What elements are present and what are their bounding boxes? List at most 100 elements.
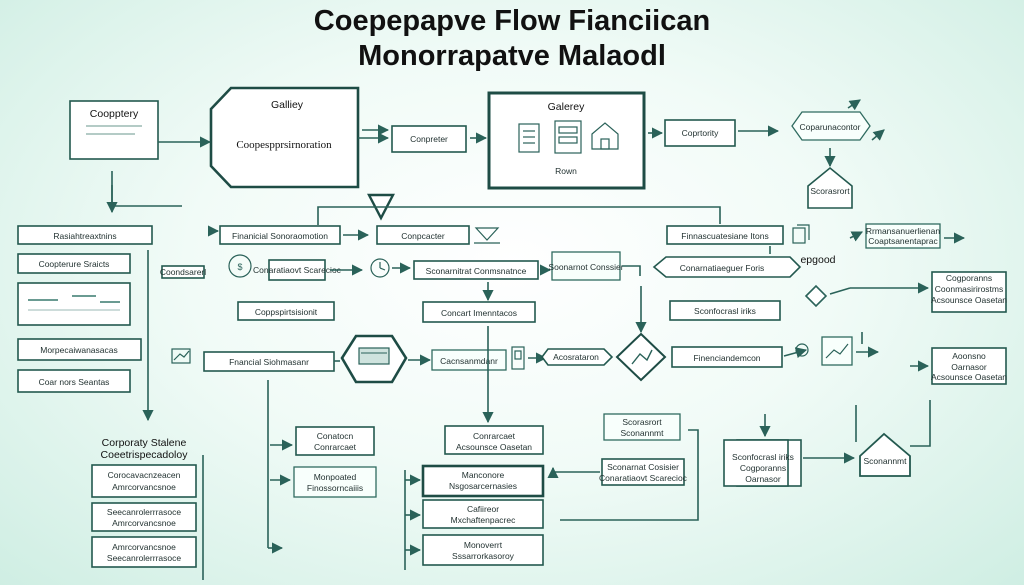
node-lb3-sub: Seecanrolerrrasoce (107, 553, 181, 563)
chart-icon-left (171, 348, 191, 364)
node-gallery[interactable]: Galerey Rown (487, 91, 646, 190)
node-cnter1[interactable]: Conatocn Conrarcaet (295, 426, 375, 456)
node-top-right-label: Coparunacontor (800, 122, 861, 132)
node-sconartinat-main[interactable]: Sconarnitrat Conmsnatnce (413, 260, 539, 280)
folder-icon (554, 120, 582, 154)
diagram-title-line1: Coepepapve Flow Fianciican (313, 5, 711, 37)
node-left3[interactable]: Morpecaiwanasacas (17, 338, 142, 361)
node-lb1-label: Corocavacnzeacen (108, 470, 181, 480)
house-node-label: Scorasrort (810, 186, 850, 196)
node-coprtority-label: Coprtority (682, 128, 720, 138)
node-br3[interactable]: Sconfocrasl iriks Cogporanns Oarnasor (723, 439, 802, 487)
node-rt-box1[interactable]: Rrmansanuerlienan Coaptsanentaprac (865, 223, 941, 249)
node-coppery[interactable]: Coopptery (69, 100, 159, 160)
node-cocarnat[interactable]: Concart Imenntacos (422, 301, 536, 323)
node-fin-mid-label: Finanicial Sonoraomotion (232, 231, 328, 241)
node-copspirt[interactable]: Coppspirtsisionit (237, 301, 335, 321)
clock-icon (370, 258, 390, 278)
house-node-icon: Scorasrort (807, 166, 853, 209)
node-concaiot-label: Conaratiaovt Scarecioc (253, 265, 342, 275)
node-lb3[interactable]: Amrcorvancsnoe Seecanrolerrrasoce (91, 536, 197, 568)
node-rr-box1-label: Cogporanns (946, 273, 992, 283)
node-rb-small-2-label: Oarnasor (951, 362, 987, 372)
house-icon (591, 122, 619, 150)
node-galliey-label: Galliey (271, 99, 304, 111)
node-lb2[interactable]: Seecanrolerrrasoce Amrcorvancsnoe (91, 502, 197, 532)
node-conamater-bar[interactable]: Conarnatiaeguer Foris (652, 256, 802, 278)
node-mcoonmenm[interactable]: Manconore Nsgosarcernasies (421, 464, 545, 498)
node-fin-right[interactable]: Finenciandemcon (671, 346, 783, 368)
node-cafiiltener[interactable]: Cafiireor Mxchaftenpacrec (422, 499, 544, 529)
node-scoreasf[interactable]: Cacnsanmdanr (431, 349, 507, 371)
node-compreter-label: Conpreter (410, 134, 448, 144)
node-left4-label: Coar nors Seantas (39, 377, 110, 387)
node-left2-label: Coopterure Sraicts (39, 259, 110, 269)
node-lb1[interactable]: Corocavacnzeacen Amrcorvancsnoe (91, 464, 197, 498)
node-sconartinat[interactable]: Conaratiaovt Scarecioc (253, 259, 342, 281)
node-monpoated-label: Monpoated (314, 472, 357, 482)
node-cafiiltener-label: Cafiireor (467, 504, 499, 514)
node-acoatec-label: Acosrataron (553, 352, 599, 362)
node-rb-small-label: Aoonsno (952, 351, 986, 361)
node-fin-mid[interactable]: Finanicial Sonoraomotion (219, 225, 341, 245)
node-coopesp-label: Coopespprsirnoration (236, 139, 332, 151)
node-br3-label: Sconfocrasl iriks (732, 452, 794, 462)
node-pinaecanion[interactable]: Finnascuatesiane Itons (666, 225, 784, 245)
node-coprtority[interactable]: Coprtority (664, 119, 736, 147)
node-rb-small[interactable]: Aoonsno Oarnasor Acsounsce Oasetan (931, 347, 1007, 385)
house-node-bottom[interactable]: Sconannmt (859, 432, 911, 477)
node-rr-card[interactable] (821, 336, 853, 366)
node-left3-label: Morpecaiwanasacas (40, 345, 117, 355)
funnel-small-icon (474, 227, 500, 244)
phone-icon (511, 346, 525, 370)
node-conrarcaet-label: Conrarcaet (473, 431, 516, 441)
diagram-title-line2: Monorrapatve Malaodl (358, 40, 666, 72)
node-lb3-label: Amrcorvancsnoe (112, 542, 176, 552)
node-left1[interactable]: Rasiahtreaxtnins (17, 225, 153, 245)
node-rt-box1-label: Rrmansanuerlienan (866, 226, 940, 236)
node-left4[interactable]: Coar nors Seantas (17, 369, 131, 393)
node-copspirt-label: Coppspirtsisionit (255, 307, 318, 317)
node-sconfscast[interactable]: Sconfocrasl iriks (669, 300, 781, 321)
node-soonarnot[interactable]: Soonarnot Conssier (548, 251, 624, 281)
node-acoatec[interactable]: Acosrataron (541, 348, 614, 366)
node-sconartinat-label: Sconarnitrat Conmsnatnce (426, 266, 527, 276)
node-br1[interactable]: Scorasrort Sconannmt (603, 413, 681, 441)
node-soonarnot-label: Soonarnot Conssier (548, 262, 623, 272)
node-lb2-sub: Amrcorvancsnoe (112, 518, 176, 528)
node-rr-box[interactable]: Cogporanns Coonmasirirostms Acsounsce Oa… (931, 271, 1007, 313)
node-sconfscast-label: Sconfocrasl iriks (694, 306, 756, 316)
node-top-right[interactable]: Coparunacontor (791, 111, 871, 141)
doc-stack-icon (792, 224, 810, 244)
node-left-chart[interactable] (17, 282, 131, 326)
gear-icon (795, 343, 809, 357)
node-gooboid-label: epgood (800, 254, 835, 266)
node-coppery-label: Coopptery (90, 108, 139, 120)
node-left2[interactable]: Coopterure Sraicts (17, 253, 131, 274)
corposaty-heading: Corporaty Stalene (102, 437, 187, 449)
node-conrarcaet[interactable]: Conrarcaet Acsounsce Oasetan (444, 425, 544, 455)
node-galliey[interactable]: Galliey Coopespprsirnoration (209, 86, 360, 189)
node-rb-small-3-label: Acsounsce Oasetan (931, 372, 1007, 382)
diamond-node[interactable] (615, 332, 667, 382)
coin-icon: $ (228, 254, 252, 278)
node-financial-ctr-label: Fnancial Siohmasanr (229, 357, 309, 367)
node-contrants[interactable]: Coondsarerl (160, 265, 206, 279)
svg-text:$: $ (237, 262, 242, 272)
node-monpoated[interactable]: Monpoated Finossorncaiiis (293, 466, 377, 498)
node-cnter1-sub: Conrarcaet (314, 442, 357, 452)
node-cnter1-label: Conatocn (317, 431, 354, 441)
hexagon-node[interactable] (340, 334, 408, 384)
node-monevrert[interactable]: Monoverrt Sssarrorkasoroy (422, 534, 544, 566)
node-rown-label: Rown (555, 166, 577, 176)
corposaty-subheading: Coeetrispecadoloy (101, 449, 189, 461)
node-compreter[interactable]: Conpreter (391, 125, 467, 153)
node-br2-sub: Conaratiaovt Scarecioc (599, 473, 688, 483)
node-conpcacter-label: Conpcacter (401, 231, 445, 241)
node-conpcacter[interactable]: Conpcacter (376, 225, 470, 245)
node-monpoated-sub: Finossorncaiiis (307, 483, 363, 493)
node-br2[interactable]: Sconarnat Cosisier Conaratiaovt Scarecio… (599, 458, 688, 486)
node-mcoonmenm-label: Manconore (462, 470, 505, 480)
node-financial-ctr[interactable]: Fnancial Siohmasanr (203, 351, 335, 372)
